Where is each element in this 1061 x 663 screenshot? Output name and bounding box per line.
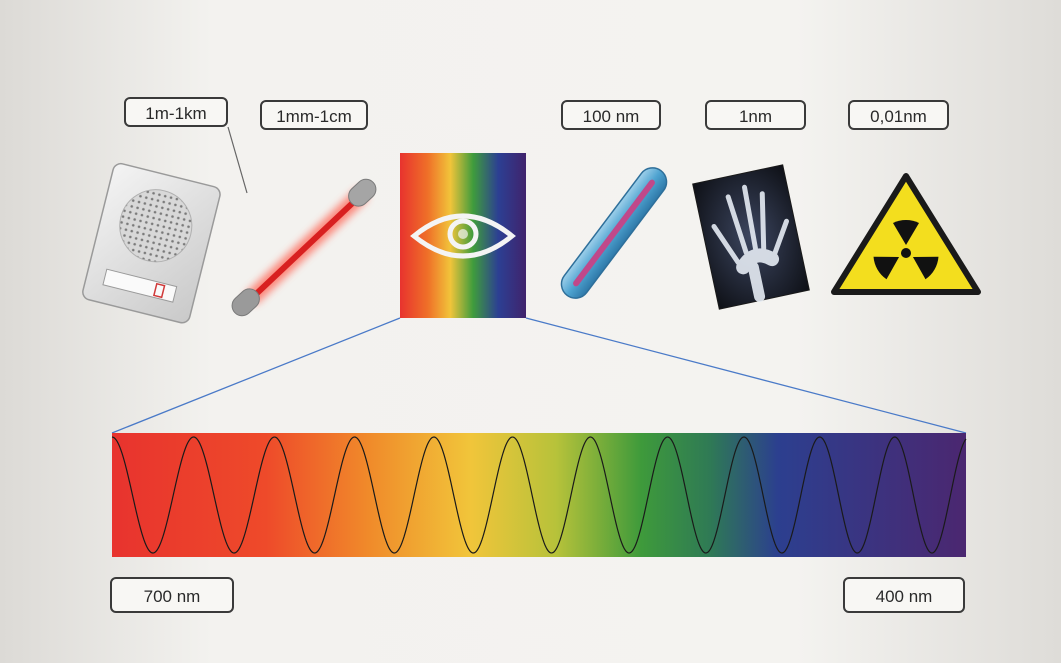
radio-icon (81, 127, 247, 324)
radiation-warning-icon (834, 176, 978, 292)
red-end-wavelength-label: 700 nm (110, 577, 234, 613)
microwave-wavelength-label: 1mm-1cm (260, 100, 368, 130)
microwave-tube-icon (228, 175, 380, 320)
uv-wavelength-label: 100 nm (561, 100, 661, 130)
radio-wavelength-label: 1m-1km (124, 97, 228, 127)
gamma-wavelength-label: 0,01nm (848, 100, 949, 130)
eye-icon (400, 153, 526, 318)
xray-wavelength-label: 1nm (705, 100, 806, 130)
violet-end-wavelength-label: 400 nm (843, 577, 965, 613)
right-connector-line (526, 318, 966, 433)
visible-spectrum-bar (112, 433, 966, 557)
left-connector-line (112, 318, 400, 433)
uv-tube-icon (556, 162, 672, 303)
xray-hand-icon (693, 165, 810, 309)
